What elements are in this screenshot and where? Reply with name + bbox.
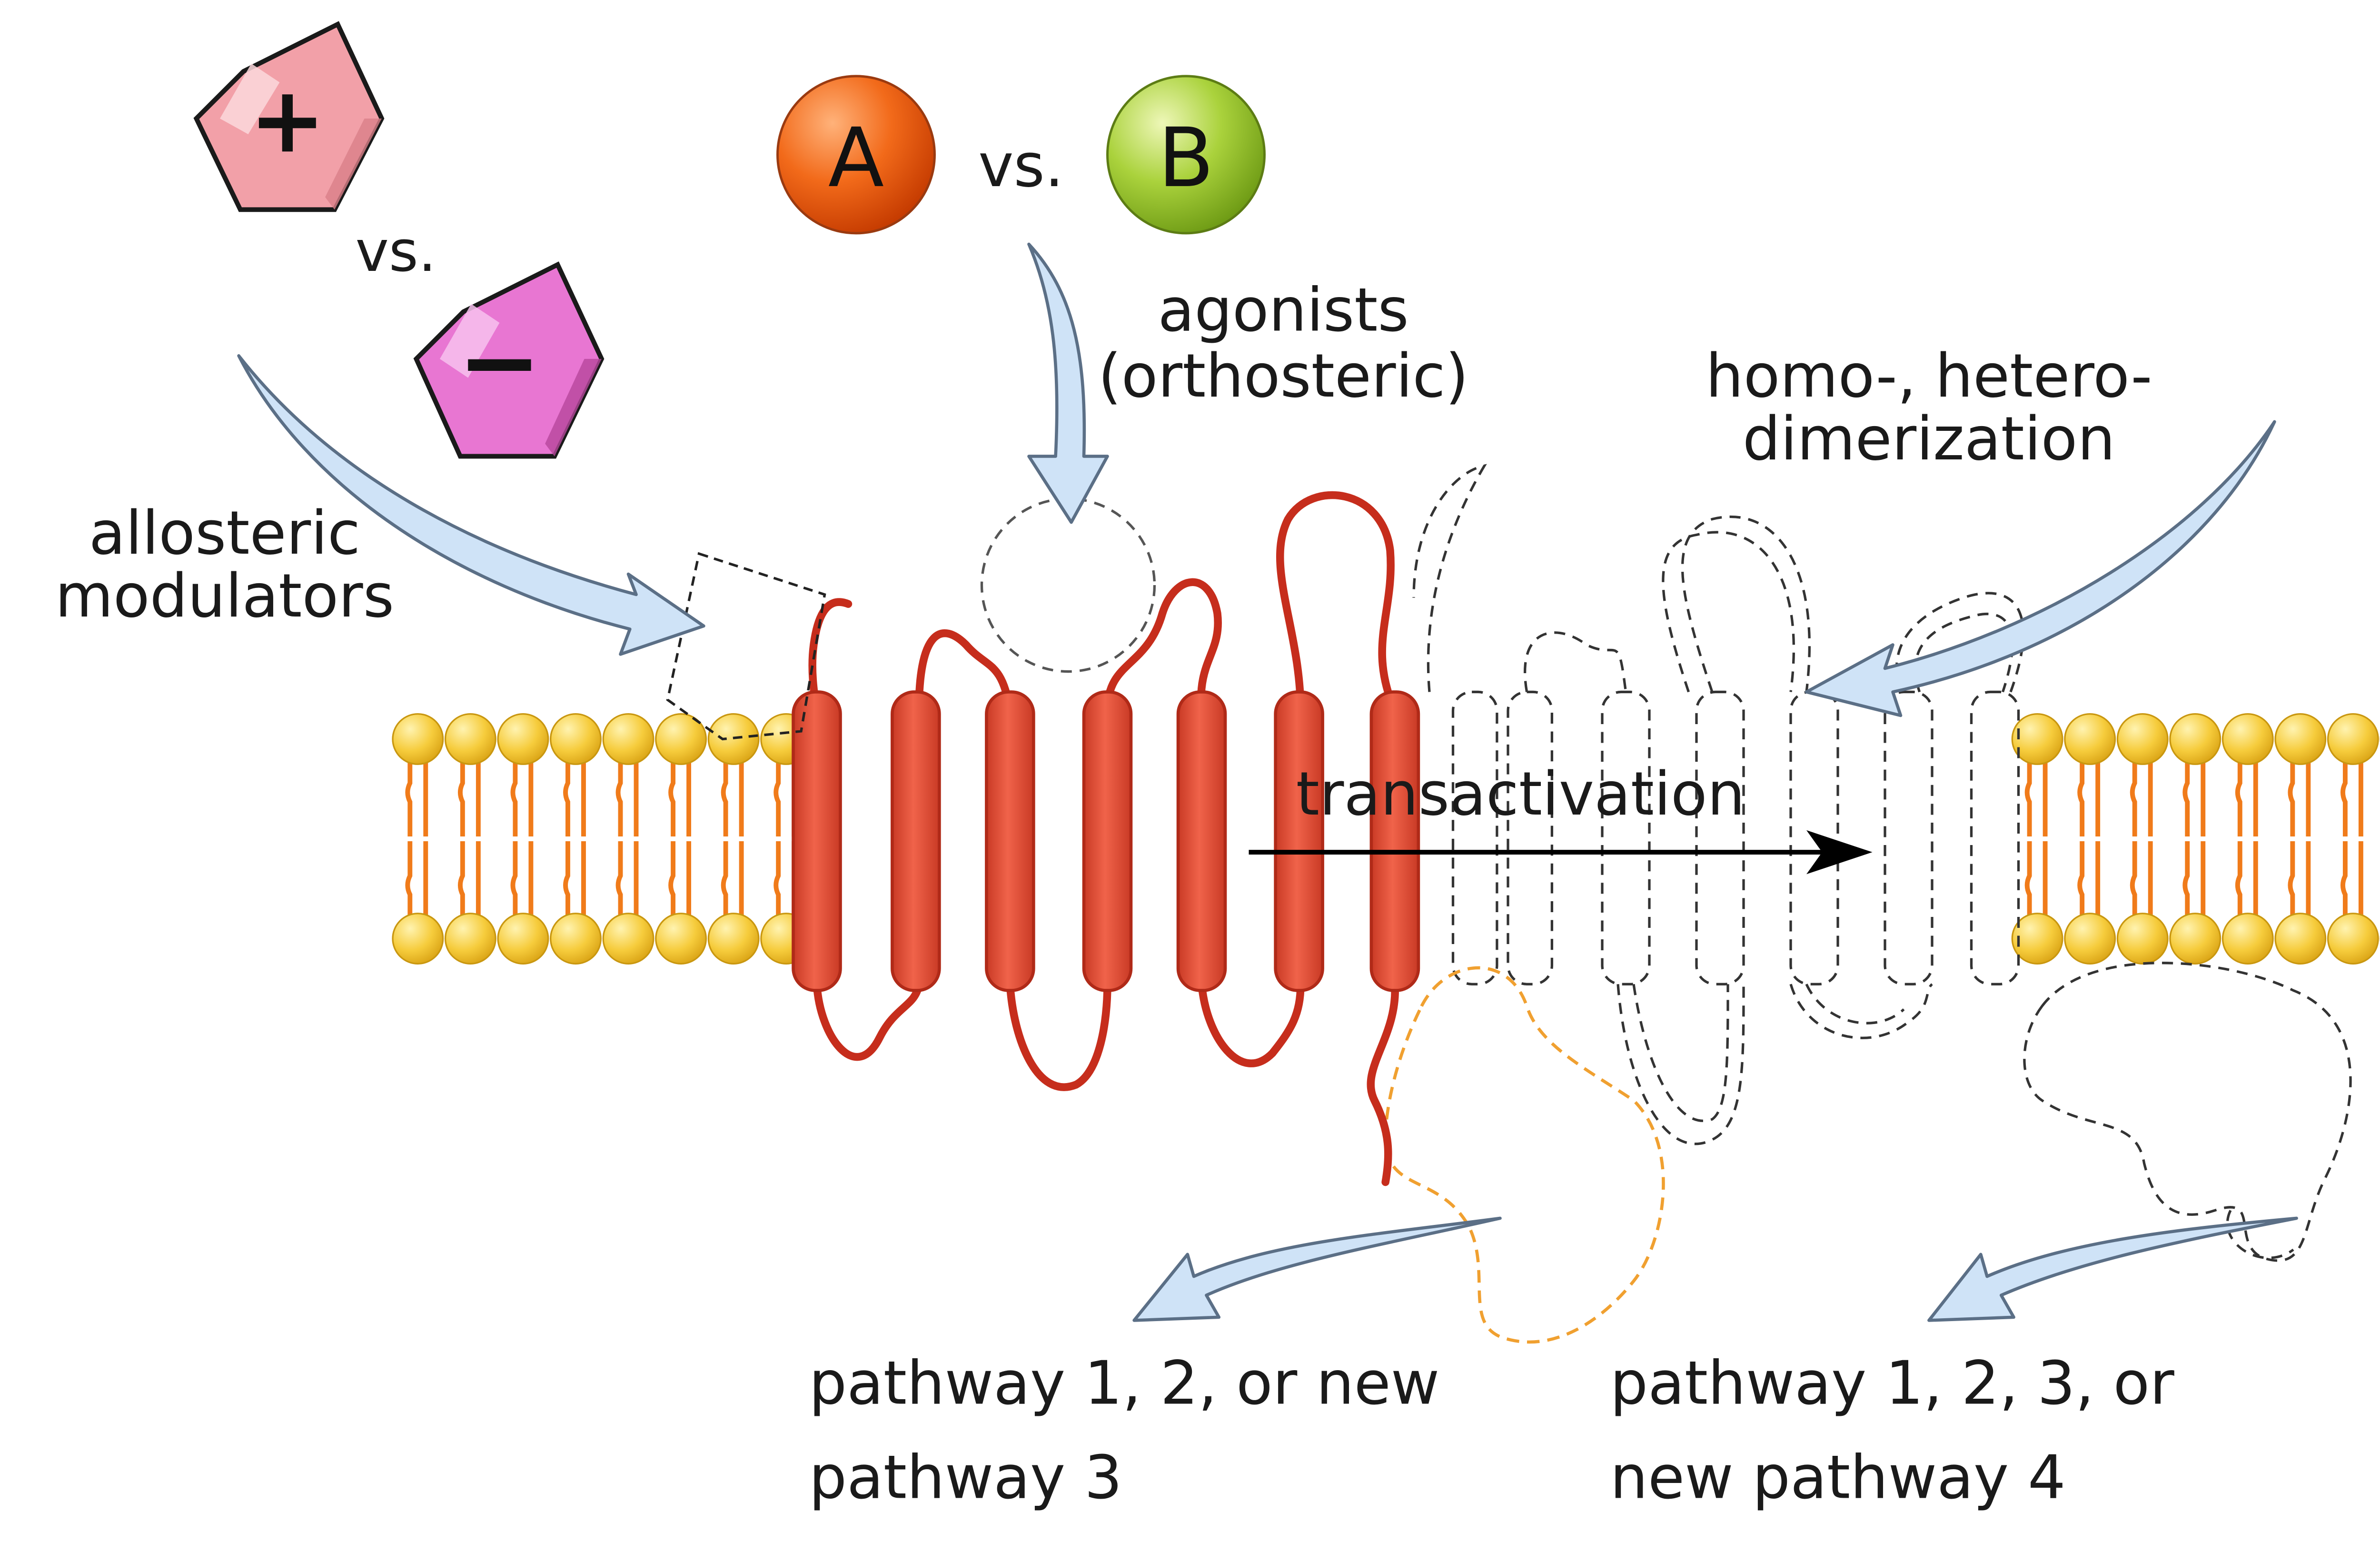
dimerization-label-line1: homo-, hetero- — [1706, 341, 2152, 411]
phospholipid — [2274, 713, 2327, 837]
phospholipid — [550, 841, 602, 965]
plus-symbol: + — [249, 67, 326, 173]
agonist-a: A — [776, 75, 936, 235]
dimerization-label-line2: dimerization — [1743, 404, 2115, 474]
phospholipid — [2274, 841, 2327, 965]
agonist-b: B — [1106, 75, 1266, 235]
phospholipid — [2116, 713, 2169, 837]
phospholipid — [2116, 841, 2169, 965]
membrane-bilayer-left — [392, 713, 813, 965]
phospholipid — [2011, 841, 2063, 965]
helix-2 — [891, 690, 941, 992]
pathway-right-line2: new pathway 4 — [1610, 1443, 2066, 1512]
membrane-bilayer-right — [2011, 713, 2380, 965]
phospholipid — [550, 713, 602, 837]
phospholipid — [2327, 713, 2379, 837]
phospholipid — [655, 713, 707, 837]
agonist-versus-label: vs. — [978, 131, 1063, 200]
agonists-label-line1: agonists — [1158, 275, 1408, 345]
active-receptor — [792, 491, 1420, 1186]
pathway-left-arrow — [1132, 1216, 1502, 1322]
phospholipid — [392, 841, 444, 965]
dimer-partner-receptor-outline — [1412, 464, 2352, 1262]
allosteric-label-line1: allosteric — [89, 498, 360, 568]
helix-1 — [792, 690, 842, 992]
transactivation-label: transactivation — [1296, 759, 1745, 829]
pathway-right-line1: pathway 1, 2, 3, or — [1610, 1348, 2175, 1418]
positive-modulator: + — [193, 21, 385, 212]
helix-5 — [1176, 690, 1227, 992]
phospholipid — [444, 841, 496, 965]
g-protein-outline — [1384, 966, 1665, 1344]
orthosteric-site-outline — [980, 497, 1156, 673]
phospholipid — [2064, 841, 2116, 965]
pathway-right-arrow — [1927, 1216, 2298, 1322]
phospholipid — [444, 713, 496, 837]
minus-symbol: − — [457, 303, 542, 420]
allosteric-arrow — [237, 354, 705, 656]
pathway-left-line1: pathway 1, 2, or new — [809, 1348, 1440, 1418]
allosteric-label-line2: modulators — [55, 561, 394, 631]
phospholipid — [707, 841, 760, 965]
helix-7 — [1369, 690, 1420, 992]
negative-modulator: − — [413, 261, 605, 459]
phospholipid — [2169, 841, 2221, 965]
helix-6 — [1274, 690, 1324, 992]
phospholipid — [392, 713, 444, 837]
phospholipid — [602, 713, 654, 837]
phospholipid — [655, 841, 707, 965]
phospholipid — [707, 713, 760, 837]
phospholipid — [2011, 713, 2063, 837]
phospholipid — [497, 713, 549, 837]
modulator-versus-label: vs. — [356, 219, 436, 285]
agonists-label-line2: (orthosteric) — [1098, 341, 1468, 411]
transactivation-arrow — [1249, 830, 1873, 875]
pathway-left-line2: pathway 3 — [809, 1443, 1122, 1512]
phospholipid — [497, 841, 549, 965]
phospholipid — [2064, 713, 2116, 837]
dimerization-arrow — [1805, 420, 2276, 717]
orthosteric-arrow — [1027, 242, 1109, 524]
helix-4 — [1082, 690, 1133, 992]
phospholipid — [602, 841, 654, 965]
phospholipid — [2327, 841, 2379, 965]
agonist-b-symbol: B — [1158, 111, 1214, 206]
phospholipid — [2221, 841, 2274, 965]
agonist-a-symbol: A — [828, 111, 884, 206]
phospholipid — [2221, 713, 2274, 837]
helix-3 — [985, 690, 1035, 992]
allosteric-site-outline — [666, 552, 826, 741]
phospholipid — [2169, 713, 2221, 837]
